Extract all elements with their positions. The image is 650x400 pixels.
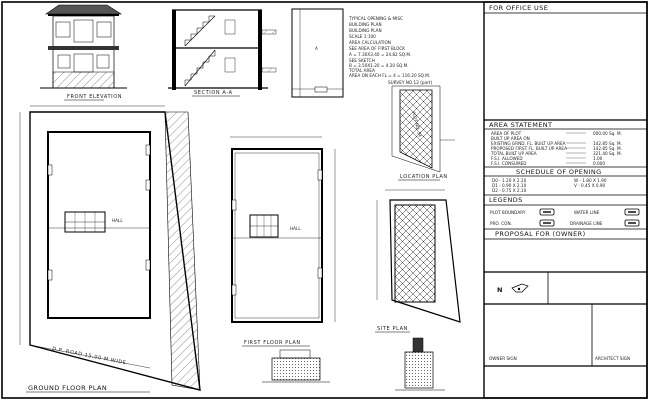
location-plan [391,85,455,173]
legend-drainage-line: DRAINAGE LINE [570,221,603,226]
note-line: AREA CALCULATION [349,40,391,45]
legend-swatch [539,219,555,227]
note-line: BUILDING PLAN [349,28,382,33]
note-line: AREA ON EACH FL = 4 = 116.20 SQ.M. [349,73,430,78]
legend-swatch [624,208,640,216]
location-plot-label: PLOT NO. 34 [411,111,423,138]
legends-table: PLOT BOUNDARY WATER LINE PRO. CON. DRAIN… [490,208,640,227]
room-a-label: A [315,46,318,51]
general-notes: TYPICAL OPENING & MISC BUILDING PLAN BUI… [348,16,430,78]
area-statement-table: AREA OF PLOT 000.00 Sq. M. BUILT UP AREA… [490,131,622,166]
north-key-row [484,272,647,305]
note-line: B = 3.50X1.20 = 4.20 SQ.M. [349,63,409,68]
ground-hall-label: HALL [112,218,123,223]
area-row-value: 000.00 Sq. M. [593,131,622,136]
section-aa [168,9,277,90]
legend-swatch [624,219,640,227]
room-a-detail [291,8,344,98]
area-row-label: AREA OF PLOT [491,131,522,136]
note-line: SEE AREA OF FIRST BLOCK [349,46,405,51]
proposal-heading: PROPOSAL FOR (OWNER) [495,230,586,238]
note-line: TYPICAL OPENING & MISC [348,16,403,21]
first-floor-plan-title: FIRST FLOOR PLAN [244,340,301,346]
first-hall-label: HALL [290,226,301,231]
road-label: D.P. ROAD 15.00 M WIDE [52,346,127,366]
foundation-detail [262,337,445,391]
owner-sign-label: OWNER SIGN [489,356,517,361]
area-row-value: 1.00 [593,156,603,161]
site-plan-title: SITE PLAN [377,326,408,332]
note-line: BUILDING PLAN [349,22,382,27]
schedule-heading: SCHEDULE OF OPENING [516,168,602,176]
area-row-value: 321.40 Sq. M. [593,151,622,156]
area-row-value: 0.000 [593,161,605,166]
area-row-value: 142.85 Sq. M. [593,141,622,146]
section-aa-title: SECTION A-A [194,90,233,96]
front-elevation-title: FRONT ELEVATION [67,94,122,100]
architect-sign-label: ARCHITECT SIGN [595,356,630,361]
schedule-window: V - 0.45 X 0.90 [574,183,606,188]
legends-heading: LEGENDS [489,196,523,204]
title-block-frame [483,1,648,399]
north-arrow-icon [511,283,529,293]
area-row-label: PROPOSED FIRST FL. BUILT UP AREA [491,146,567,151]
schedule-window: W - 1.80 X 1.90 [574,178,607,183]
site-plan [376,189,461,323]
office-use-title: FOR OFFICE USE [489,4,548,12]
legend-swatch [539,208,555,216]
area-statement-heading: AREA STATEMENT [489,121,552,129]
area-row-label: TOTAL BUILT UP AREA [490,151,537,156]
schedule-table: D0 - 1.20 X 2.10 D1 - 0.90 X 2.10 D2 - 0… [492,178,607,193]
schedule-door: D0 - 1.20 X 2.10 [492,178,527,183]
first-floor-plan [230,136,336,323]
area-row-label: EXISTING GRND. FL. BUILT UP AREA [491,141,566,146]
legend-water-line: WATER LINE [574,210,600,215]
schedule-door: D1 - 0.90 X 2.10 [492,183,527,188]
area-row-label: BUILT UP AREA ON [491,136,530,141]
legend-plot-boundary: PLOT BOUNDARY [490,210,526,215]
note-line: TOTAL AREA [348,68,375,73]
location-survey-label: SURVEY NO 12 (part) [388,80,432,85]
ground-floor-plan-title: GROUND FLOOR PLAN [28,384,107,392]
note-line: A = 7.30X3.40 = 24.82 SQ.M. [349,52,411,57]
area-row-value: 142.85 Sq. M. [593,146,622,151]
area-row-label: F.S.I. CONSUMED [491,161,527,166]
note-line: SEE SKETCH [349,58,375,63]
schedule-door: D2 - 0.75 X 2.10 [492,188,527,193]
north-symbol: N [497,286,503,294]
legend-pro-con: PRO. CON. [490,221,512,226]
front-elevation [40,4,127,89]
area-row-label: F.S.I. ALLOWED [491,156,523,161]
note-line: SCALE 1:100 [349,34,376,39]
location-plan-title: LOCATION PLAN [400,174,448,180]
ground-floor-plan [19,105,201,391]
